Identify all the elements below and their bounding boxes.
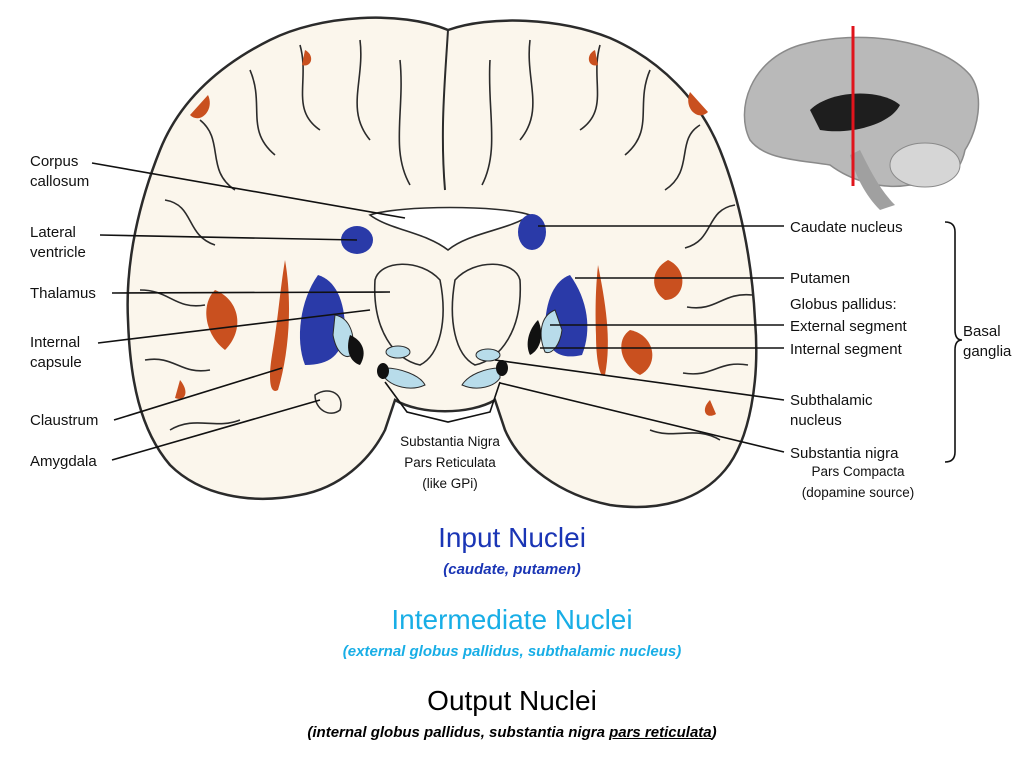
brain-outline — [126, 16, 758, 509]
label-amygdala: Amygdala — [30, 453, 97, 470]
coronal-section — [126, 16, 758, 509]
input-nuclei-subtitle: (caudate, putamen) — [443, 561, 581, 578]
label-subthalamic-1: Subthalamic — [790, 392, 873, 409]
internal-capsule-dark-right — [527, 320, 542, 355]
gpe-right — [540, 309, 563, 354]
sagittal-corpus-callosum — [810, 93, 900, 132]
sagittal-cerebellum — [889, 142, 961, 188]
sagittal-inset — [743, 26, 980, 210]
label-globus-pallidus: Globus pallidus: — [790, 296, 897, 313]
label-internal-segment: Internal segment — [790, 341, 903, 358]
label-claustrum: Claustrum — [30, 412, 98, 429]
label-external-segment: External segment — [790, 318, 908, 335]
annotations: Substantia Nigra Pars Reticulata (like G… — [400, 434, 914, 500]
input-nuclei-title: Input Nuclei — [438, 522, 586, 553]
thalamus-right-shape — [451, 263, 521, 366]
output-nuclei-title: Output Nuclei — [427, 685, 597, 716]
subthalamic-right — [475, 348, 501, 362]
subthalamic-left — [385, 345, 411, 359]
label-thalamus: Thalamus — [30, 285, 96, 302]
sagittal-brainstem — [850, 150, 895, 210]
sulci-right — [481, 39, 753, 441]
intermediate-nuclei-subtitle: (external globus pallidus, subthalamic n… — [342, 643, 682, 660]
label-lateral-ventricle-1: Lateral — [30, 224, 76, 241]
label-subthalamic-2: nucleus — [790, 412, 842, 429]
right-labels: Caudate nucleus Putamen Globus pallidus:… — [790, 219, 1012, 462]
longitudinal-fissure — [441, 29, 449, 191]
annotation-snr-3: (like GPi) — [422, 476, 478, 491]
label-substantia-nigra: Substantia nigra — [790, 445, 899, 462]
output-nuclei-subtitle: (internal globus pallidus, substantia ni… — [0, 724, 1024, 741]
leader-lines — [91, 162, 785, 461]
label-corpus-callosum-1: Corpus — [30, 153, 78, 170]
snc-left-dot — [377, 363, 389, 379]
output-sub-post: ) — [711, 724, 717, 741]
left-labels: Corpus callosum Lateral ventricle Thalam… — [30, 153, 98, 470]
annotation-snc-2: (dopamine source) — [802, 485, 915, 500]
cortex-patches — [175, 50, 716, 416]
label-basal-ganglia-2: ganglia — [963, 343, 1012, 360]
label-internal-capsule-2: capsule — [30, 354, 82, 371]
snr-left — [384, 367, 426, 389]
label-basal-ganglia-1: Basal — [963, 323, 1001, 340]
label-corpus-callosum-2: callosum — [30, 173, 89, 190]
label-internal-capsule-1: Internal — [30, 334, 80, 351]
label-lateral-ventricle-2: ventricle — [30, 244, 86, 261]
label-caudate-nucleus: Caudate nucleus — [790, 219, 903, 236]
intermediate-nuclei-title: Intermediate Nuclei — [391, 604, 633, 635]
snc-right-dot — [496, 360, 508, 376]
caudate-right — [518, 214, 546, 250]
thalamus-left-shape — [374, 263, 444, 366]
output-sub-emphasis: pars reticulata — [609, 724, 712, 741]
annotation-snr-1: Substantia Nigra — [400, 434, 500, 449]
corpus-callosum-shape — [368, 206, 532, 252]
annotation-snc-1: Pars Compacta — [811, 464, 905, 479]
basal-ganglia-bracket — [944, 221, 963, 463]
putamen-left — [299, 275, 345, 365]
output-sub-pre: (internal globus pallidus, substantia ni… — [307, 724, 610, 741]
sulci-left — [139, 39, 411, 431]
snr-right — [461, 367, 501, 389]
amygdala-shape — [314, 390, 342, 414]
label-putamen: Putamen — [790, 270, 850, 287]
internal-capsule-dark-left — [348, 335, 364, 365]
annotation-snr-2: Pars Reticulata — [404, 455, 496, 470]
